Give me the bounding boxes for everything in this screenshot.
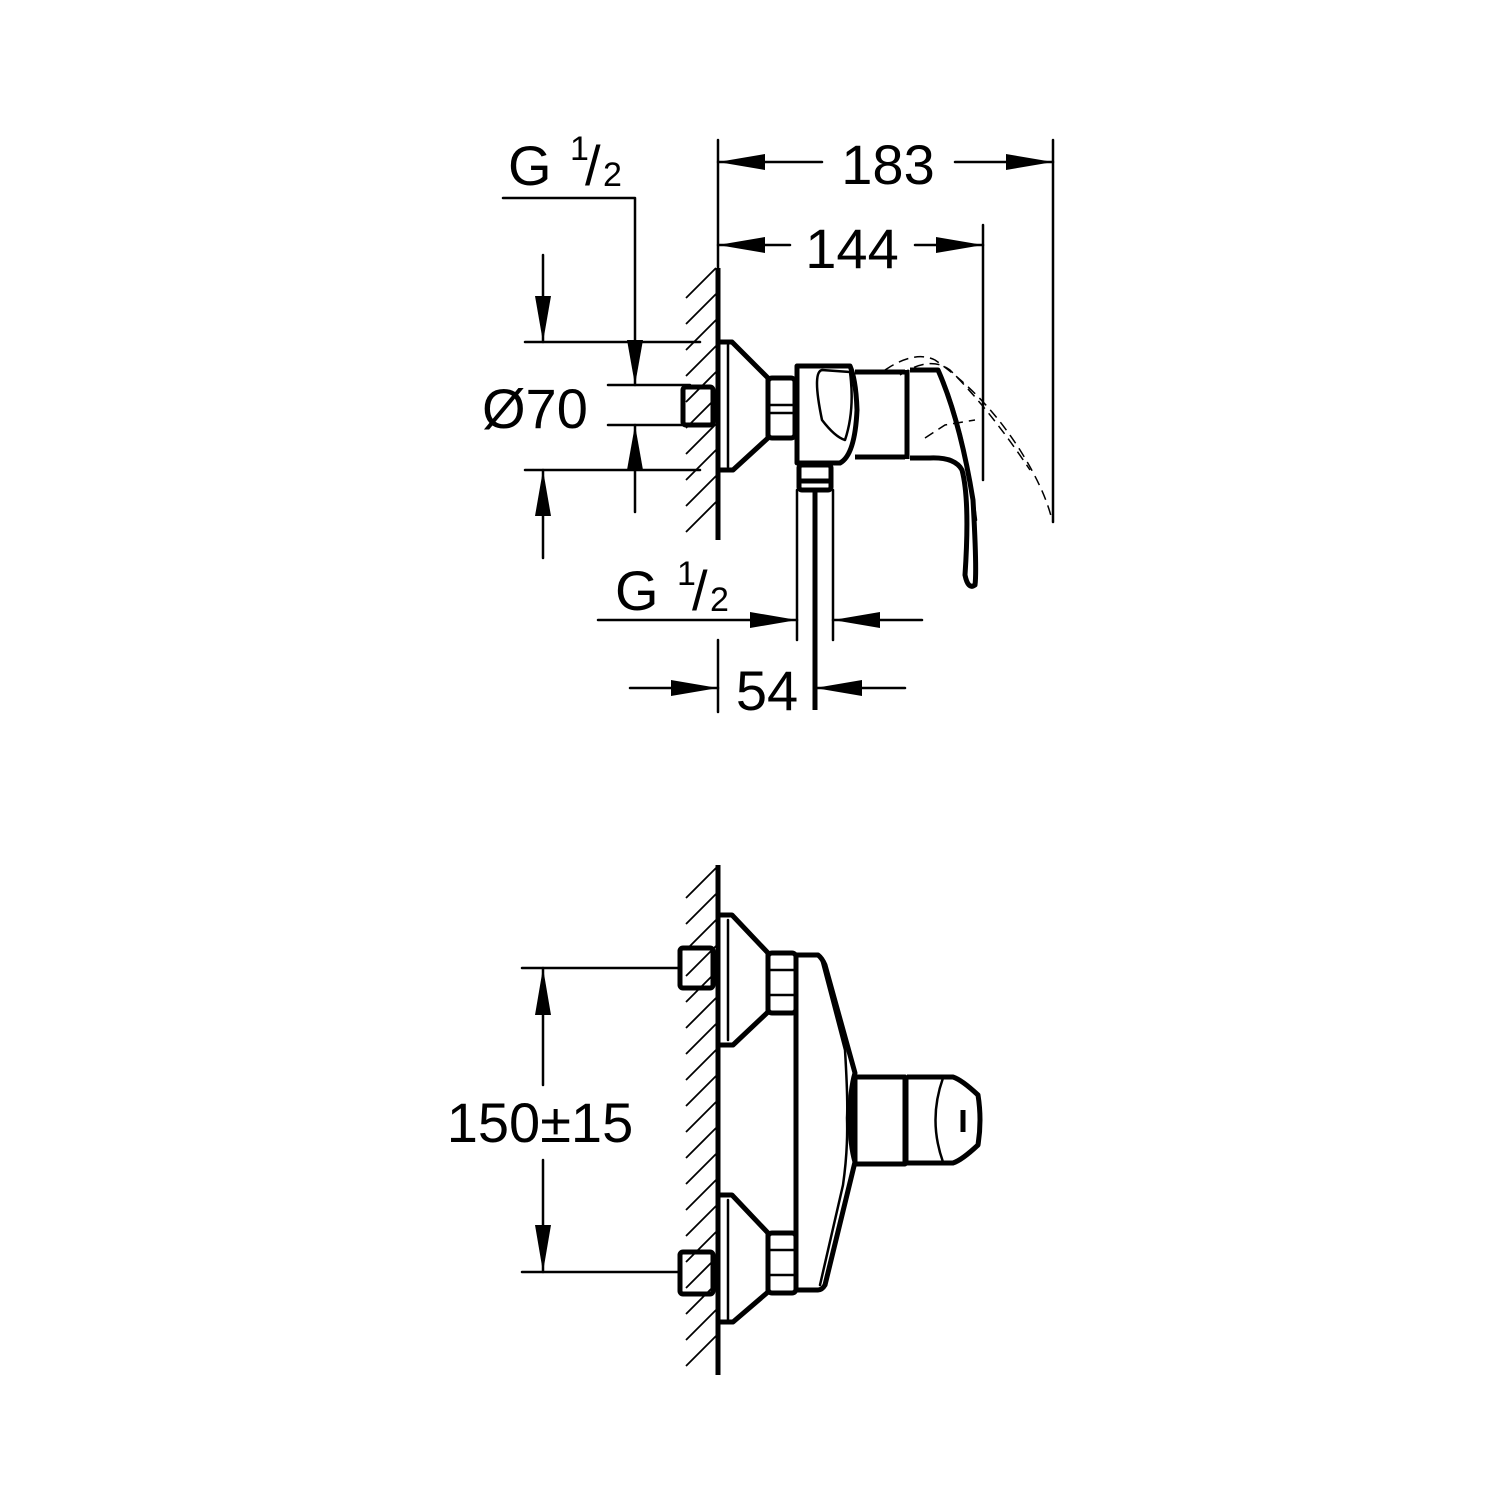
dimension-183: 183 — [716, 133, 1055, 524]
wall-hatch-line — [685, 1127, 717, 1159]
thread-top-callout: G 1 / 2 — [501, 130, 643, 514]
wall-hatch-line — [685, 475, 717, 507]
side-view: 183 144 G 1 / 2 — [482, 130, 1055, 722]
wall-hatch-line — [685, 893, 717, 925]
wall-hatch-line — [685, 1153, 717, 1185]
wall-hatch-line — [685, 501, 717, 533]
wall-hatch-line — [685, 1179, 717, 1211]
wall-hatch-line — [685, 997, 717, 1029]
dim-183-label: 183 — [841, 133, 934, 196]
wall-hatch-line — [685, 345, 717, 377]
wall-hatch-line — [685, 449, 717, 481]
wall-hatch-line — [685, 319, 717, 351]
dimension-150: 150±15 — [447, 966, 682, 1274]
mixer-side-body — [680, 339, 1053, 710]
wall-hatch-line — [685, 1335, 717, 1367]
thread-fraction-num: 1 — [570, 130, 589, 168]
dimension-54: 54 — [628, 638, 907, 722]
wall-hatch-line — [685, 423, 717, 455]
thread-label: G — [615, 559, 659, 622]
wall-hatch-line — [685, 1231, 717, 1263]
dim-54-label: 54 — [736, 659, 798, 722]
dimension-diameter-70: Ø70 — [482, 253, 702, 560]
thread-fraction-den: 2 — [710, 581, 729, 619]
wall-bottom — [685, 865, 721, 1375]
dimension-144: 144 — [716, 217, 985, 482]
wall-hatch-line — [685, 1023, 717, 1055]
thread-fraction-num: 1 — [677, 555, 696, 593]
thread-fraction-slash: / — [692, 559, 708, 622]
wall-hatch-line — [685, 1205, 717, 1237]
dim-150-label: 150±15 — [447, 1091, 633, 1154]
wall-hatch-line — [685, 1075, 717, 1107]
wall-hatch-line — [685, 1049, 717, 1081]
wall-hatch-line — [685, 293, 717, 325]
front-view: 150±15 — [447, 865, 983, 1375]
thread-label: G — [508, 134, 552, 197]
wall-hatch-line — [685, 919, 717, 951]
wall-hatch-line — [685, 1101, 717, 1133]
wall-hatch-line — [685, 267, 717, 299]
dim-144-label: 144 — [805, 217, 898, 280]
thread-outlet-callout: G 1 / 2 — [596, 555, 924, 628]
mixer-front-body — [677, 912, 983, 1325]
thread-fraction-den: 2 — [603, 156, 622, 194]
wall-hatch-line — [685, 1309, 717, 1341]
wall-hatch-line — [685, 867, 717, 899]
diameter-label: Ø70 — [482, 377, 588, 440]
thread-fraction-slash: / — [585, 134, 601, 197]
